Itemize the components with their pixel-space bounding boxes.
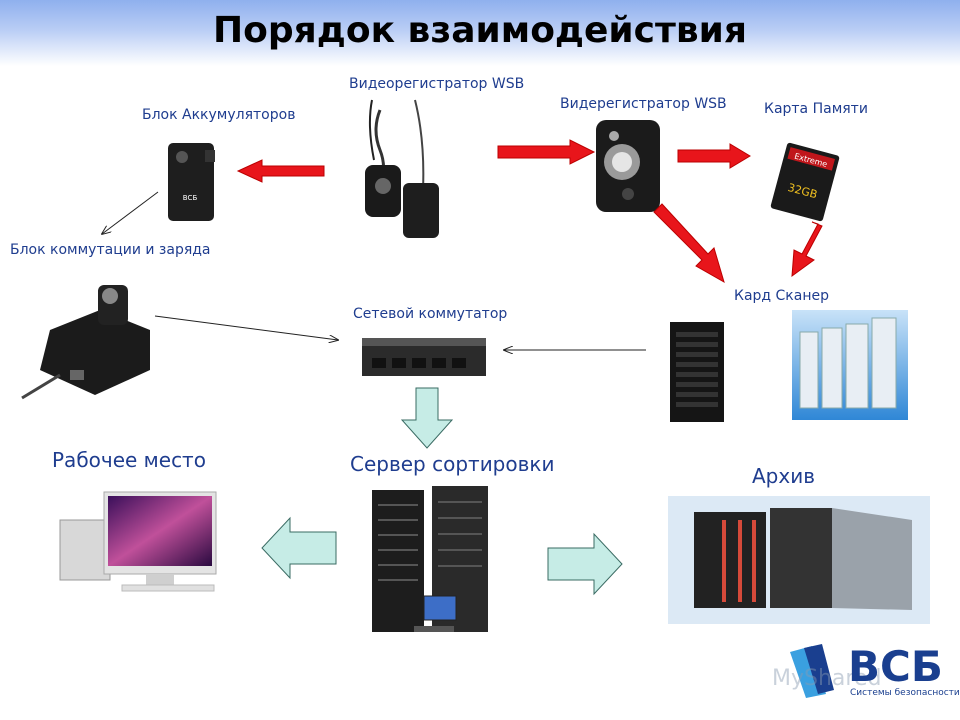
label-recorder-2: Видерегистратор WSB (560, 96, 727, 112)
video-recorder-2-image (596, 120, 660, 212)
memory-card-image: Extreme 32GB (770, 142, 840, 222)
label-server: Сервер сортировки (350, 452, 555, 476)
logo-subtitle: Системы безопасности (850, 688, 960, 698)
recorder-to-recorder2-arrow (497, 139, 596, 165)
page-title: Порядок взаимодействия (213, 10, 747, 51)
charging-dock-image (21, 285, 150, 400)
archive-storage-image (668, 496, 930, 624)
network-switch-image (362, 338, 486, 376)
label-recorder-main: Видеорегистратор WSB (349, 76, 525, 92)
server-racks-image (372, 486, 488, 632)
workplace-computer-image (59, 491, 217, 592)
label-archive: Архив (752, 464, 815, 488)
kiosk-terminals-image (792, 310, 908, 420)
recorder-to-battery-arrow (236, 159, 325, 183)
title-banner (0, 0, 960, 66)
charging-to-switch-arrow (154, 315, 338, 340)
card-to-scanner-arrow (791, 221, 823, 278)
svg-text:ВСБ: ВСБ (183, 194, 198, 202)
logo-text: ВСБ (848, 642, 943, 691)
label-charging: Блок коммутации и заряда (10, 242, 211, 258)
video-recorder-image (365, 99, 439, 238)
server-to-workplace-arrow (261, 516, 337, 580)
label-card-scanner: Кард Сканер (734, 288, 829, 304)
label-workplace: Рабочее место (52, 448, 206, 472)
label-memory-card: Карта Памяти (764, 101, 868, 117)
recorder2-to-scanner-arrow (653, 203, 725, 284)
vsb-logo-mark (790, 644, 834, 698)
battery-to-charging-arrow (102, 191, 159, 234)
battery-pack-image: ВСБ (168, 143, 215, 221)
label-battery: Блок Аккумуляторов (142, 107, 296, 123)
watermark-text: MyShared (772, 666, 882, 691)
recorder2-to-card-arrow (677, 143, 751, 169)
card-scanner-image (670, 322, 724, 422)
switch-to-server-arrow (400, 387, 454, 449)
server-to-archive-arrow (547, 532, 623, 596)
label-switch: Сетевой коммутатор (353, 306, 508, 322)
